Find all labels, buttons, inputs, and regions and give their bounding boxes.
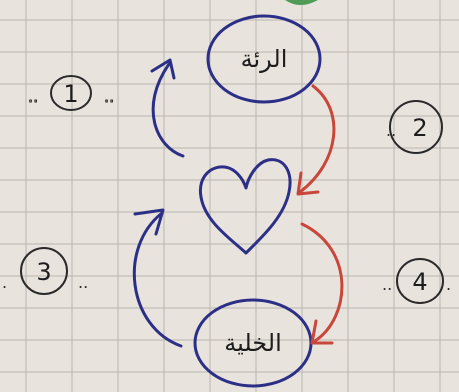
- svg-text:.: .: [446, 275, 451, 294]
- arrow-red-to-cell: [300, 222, 344, 345]
- heart-icon: [198, 158, 292, 255]
- green-marker-mark: [285, 0, 318, 5]
- svg-text:..: ..: [382, 275, 392, 294]
- svg-text:..: ..: [28, 87, 38, 106]
- svg-text:..: ..: [104, 87, 114, 106]
- blank-1-number: 1: [63, 80, 78, 108]
- blank-4: .. . 4: [382, 258, 451, 304]
- arrow-red-to-heart: [296, 84, 336, 196]
- blank-1: .. .. 1: [28, 75, 115, 111]
- svg-text:.: .: [2, 273, 7, 292]
- bottom-circle-node: الخلية: [193, 298, 313, 388]
- bottom-circle-word: الخلية: [224, 329, 282, 357]
- blank-4-number: 4: [412, 268, 427, 296]
- blank-3-number: 3: [36, 258, 51, 286]
- top-circle-node: الرئة: [206, 14, 322, 104]
- top-circle-word: الرئة: [241, 45, 288, 73]
- blank-2: .. 2: [386, 100, 443, 154]
- blank-3: . .. 3: [2, 247, 88, 295]
- svg-text:..: ..: [78, 273, 88, 292]
- arrow-blue-to-lungs: [150, 58, 185, 158]
- arrow-blue-to-heart: [132, 208, 183, 348]
- blank-2-number: 2: [412, 114, 427, 142]
